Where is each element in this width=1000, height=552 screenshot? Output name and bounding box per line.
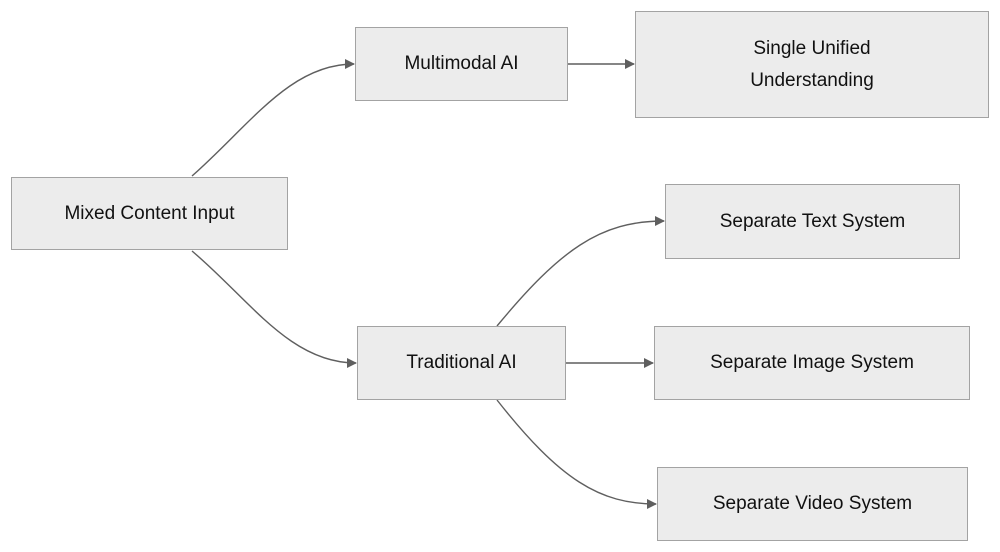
- node-separate-text-system[interactable]: Separate Text System: [665, 184, 960, 259]
- node-separate-video-system[interactable]: Separate Video System: [657, 467, 968, 541]
- edge-traditional-to-text: [496, 216, 665, 327]
- node-single-unified-understanding[interactable]: Single Unified Understanding: [635, 11, 989, 118]
- node-label: Traditional AI: [406, 352, 517, 373]
- edge-input-to-multimodal: [191, 59, 355, 177]
- edge-input-to-traditional: [191, 250, 357, 368]
- node-mixed-content-input[interactable]: Mixed Content Input: [11, 177, 288, 250]
- node-label: Single Unified Understanding: [750, 37, 874, 91]
- node-label: Multimodal AI: [404, 53, 519, 74]
- node-multimodal-ai[interactable]: Multimodal AI: [355, 27, 568, 101]
- node-separate-image-system[interactable]: Separate Image System: [654, 326, 970, 400]
- node-label: Separate Video System: [712, 493, 913, 514]
- node-label: Separate Text System: [719, 210, 906, 232]
- node-traditional-ai[interactable]: Traditional AI: [357, 326, 566, 400]
- node-label: Mixed Content Input: [64, 202, 235, 224]
- edge-traditional-to-video: [496, 399, 657, 509]
- node-label: Separate Image System: [710, 352, 914, 373]
